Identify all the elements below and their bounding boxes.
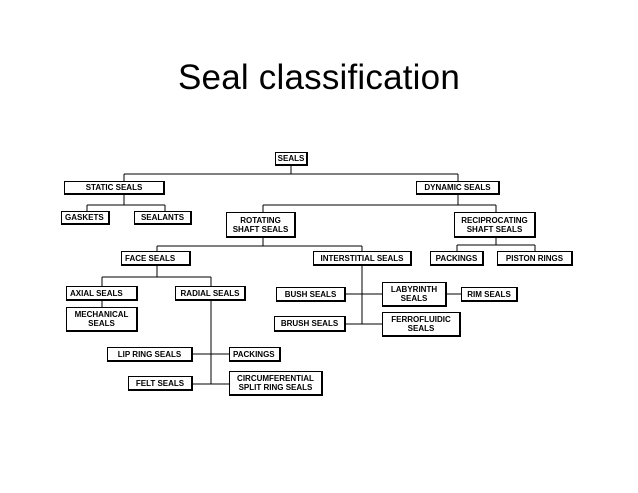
node-rim-seals: RIM SEALS — [461, 287, 518, 302]
node-bush-seals: BUSH SEALS — [276, 287, 346, 302]
connector-interstitial-seals — [345, 265, 462, 325]
connector-static-seals — [86, 194, 166, 212]
node-dynamic-seals: DYNAMIC SEALS — [416, 181, 500, 195]
node-lip-ring-seals: LIP RING SEALS — [107, 347, 193, 362]
node-rotating-shaft-seals: ROTATING SHAFT SEALS — [226, 212, 296, 238]
node-radial-seals: RADIAL SEALS — [175, 286, 246, 301]
node-gaskets: GASKETS — [61, 211, 110, 225]
node-mechanical-seals: MECHANICAL SEALS — [66, 307, 138, 332]
node-packings-reciprocating: PACKINGS — [430, 251, 484, 266]
node-interstitial-seals: INTERSTITIAL SEALS — [313, 251, 412, 266]
connector-face-seals — [101, 265, 212, 287]
connector-rotating-shaft-seals — [156, 237, 363, 252]
node-packings-radial: PACKINGS — [229, 347, 281, 362]
connector-radial-seals — [193, 301, 230, 385]
node-sealants: SEALANTS — [134, 211, 192, 225]
node-labyrinth-seals: LABYRINTH SEALS — [382, 282, 447, 307]
connector-reciprocating-shaft-seals — [456, 237, 536, 252]
node-seals: SEALS — [275, 152, 308, 166]
connector-dynamic-seals — [262, 194, 497, 213]
node-brush-seals: BRUSH SEALS — [274, 316, 346, 332]
node-felt-seals: FELT SEALS — [128, 376, 193, 391]
node-axial-seals: AXIAL SEALS — [66, 286, 138, 301]
node-reciprocating-shaft-seals: RECIPROCATING SHAFT SEALS — [454, 212, 536, 238]
node-face-seals: FACE SEALS — [121, 251, 191, 266]
diagram-title: Seal classification — [178, 58, 460, 97]
connector-seals — [123, 165, 459, 182]
node-ferrofluidic-seals: FERROFLUIDIC SEALS — [382, 312, 461, 337]
node-circumferential-split-ring-seals: CIRCUMFERENTIAL SPLIT RING SEALS — [229, 371, 323, 396]
node-piston-rings: PISTON RINGS — [497, 251, 573, 266]
node-static-seals: STATIC SEALS — [64, 181, 165, 195]
